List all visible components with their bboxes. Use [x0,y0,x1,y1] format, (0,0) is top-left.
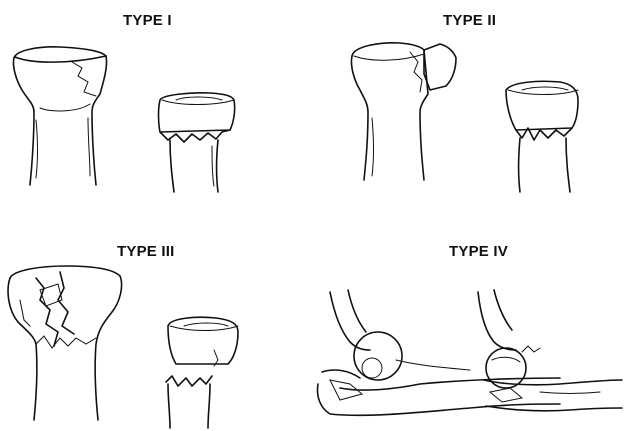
type-iv-elbow-right [478,290,622,411]
type-iv-elbow-left [318,290,561,415]
type-ii-intact-bone [351,43,456,180]
type-iii-fractured-bone [166,317,238,428]
type-i-fractured-bone [159,93,235,192]
type-ii-fractured-bone [506,81,578,192]
type-i-intact-bone [13,47,106,185]
type-iii-intact-bone [8,266,122,420]
